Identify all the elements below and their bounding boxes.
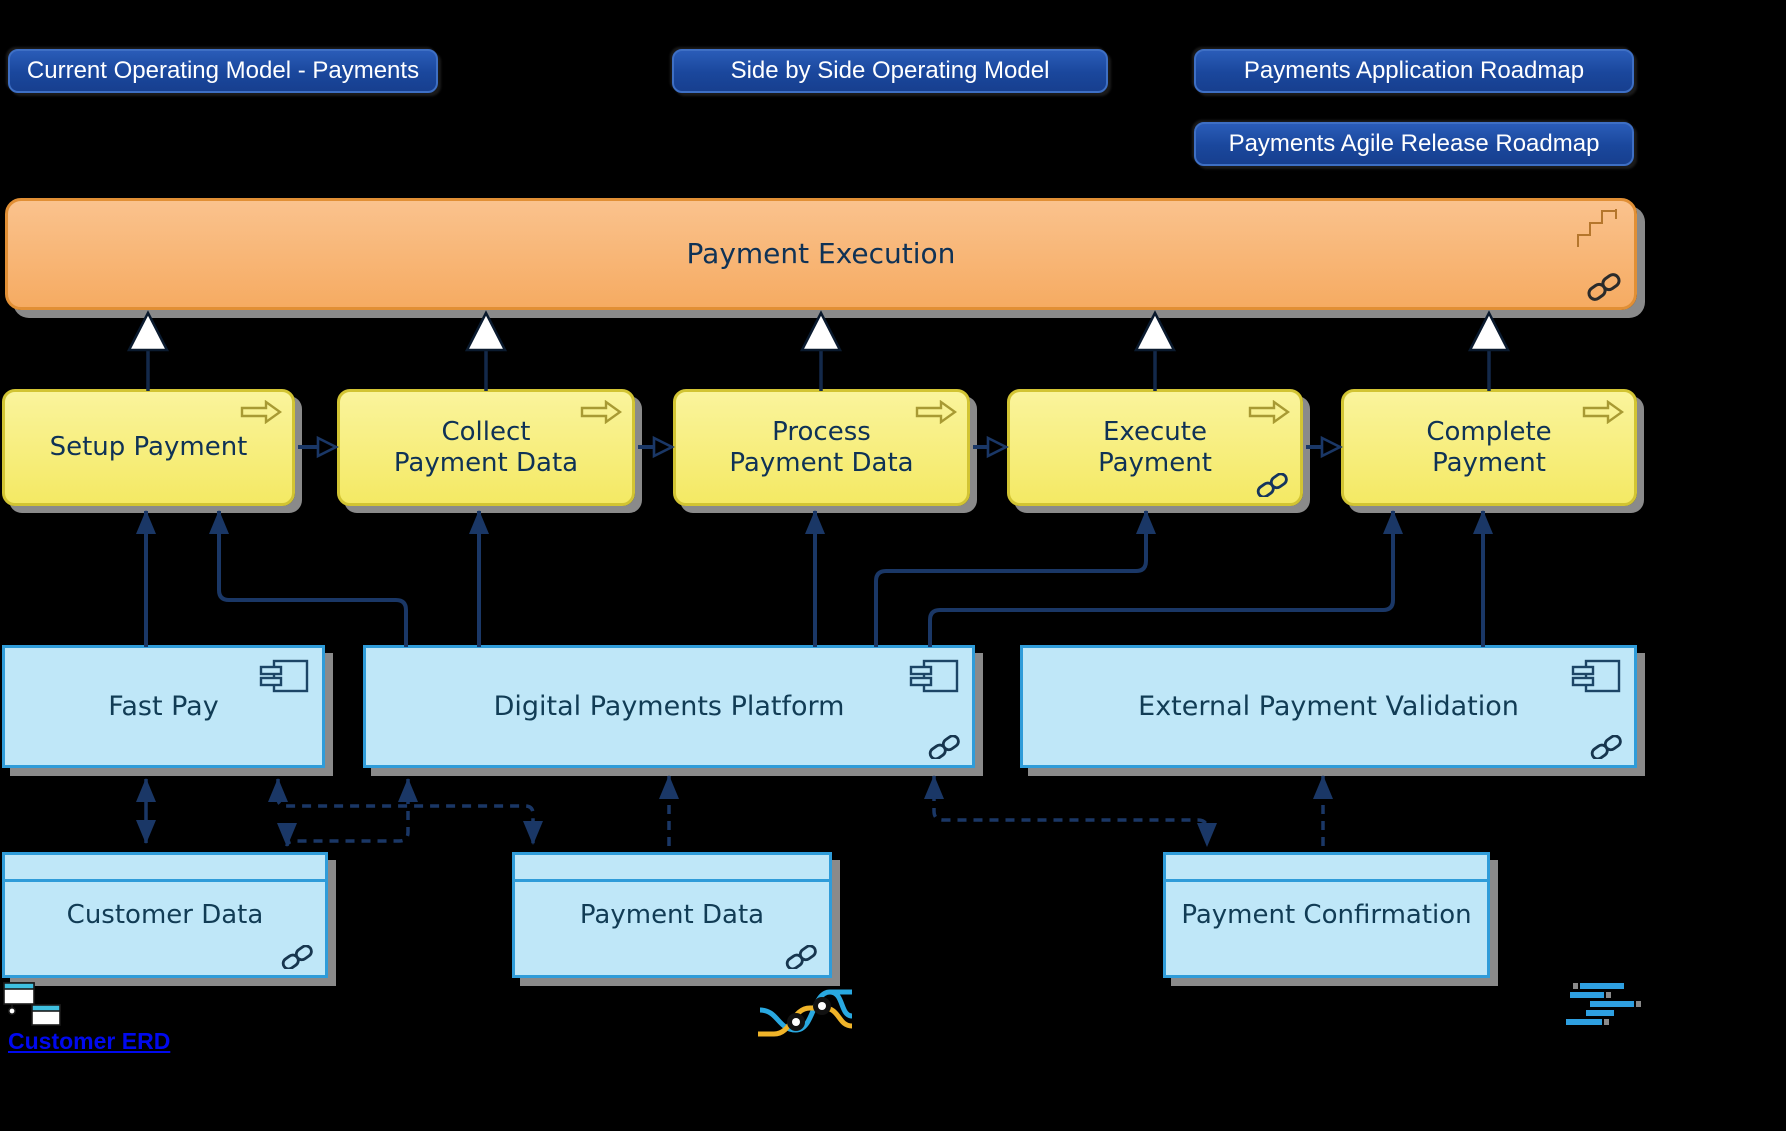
function-arrow-icon — [580, 400, 622, 424]
application-external-payment-validation[interactable]: External Payment Validation — [1020, 645, 1637, 768]
link-icon — [1587, 273, 1621, 301]
application-label: Digital Payments Platform — [493, 690, 845, 722]
data-object-payment-confirmation[interactable]: Payment Confirmation — [1163, 852, 1490, 978]
link-icon — [1256, 473, 1288, 497]
function-arrow-icon — [915, 400, 957, 424]
serving-arrows — [136, 510, 1493, 647]
nav-button-label: Payments Agile Release Roadmap — [1228, 130, 1600, 157]
application-fast-pay[interactable]: Fast Pay — [2, 645, 325, 768]
component-icon — [909, 659, 959, 693]
process-payment-execution[interactable]: Payment Execution — [5, 198, 1637, 310]
application-label: Fast Pay — [108, 690, 219, 722]
nav-button-agile-release-roadmap[interactable]: Payments Agile Release Roadmap — [1194, 122, 1634, 166]
nav-button-label: Current Operating Model - Payments — [26, 57, 420, 84]
data-object-customer-data[interactable]: Customer Data — [2, 852, 328, 978]
nav-button-label: Side by Side Operating Model — [730, 57, 1050, 84]
link-icon — [281, 945, 313, 969]
function-setup-payment[interactable]: Setup Payment — [2, 389, 295, 506]
component-icon — [1571, 659, 1621, 693]
journey-flow-icon[interactable] — [752, 982, 862, 1044]
function-label: Collect Payment Data — [393, 416, 579, 478]
gantt-chart-icon[interactable] — [1556, 980, 1648, 1030]
nav-button-application-roadmap[interactable]: Payments Application Roadmap — [1194, 49, 1634, 93]
function-arrow-icon — [1248, 400, 1290, 424]
function-execute-payment[interactable]: Execute Payment — [1007, 389, 1303, 506]
link-icon — [1590, 735, 1622, 759]
erd-diagram-icon[interactable] — [2, 980, 68, 1028]
data-object-label: Customer Data — [66, 899, 264, 930]
process-label: Payment Execution — [686, 237, 956, 271]
function-label: Complete Payment — [1426, 416, 1552, 478]
function-arrow-icon — [240, 400, 282, 424]
customer-erd-link[interactable]: Customer ERD — [8, 1028, 171, 1054]
function-label: Process Payment Data — [729, 416, 914, 478]
function-label: Execute Payment — [1098, 416, 1212, 478]
link-icon — [785, 945, 817, 969]
data-object-label: Payment Confirmation — [1181, 899, 1472, 930]
application-digital-payments-platform[interactable]: Digital Payments Platform — [363, 645, 975, 768]
nav-button-current-operating-model[interactable]: Current Operating Model - Payments — [8, 49, 438, 93]
composition-arrows — [126, 310, 1511, 391]
function-arrow-icon — [1582, 400, 1624, 424]
function-collect-payment-data[interactable]: Collect Payment Data — [337, 389, 635, 506]
function-process-payment-data[interactable]: Process Payment Data — [673, 389, 970, 506]
application-label: External Payment Validation — [1138, 690, 1519, 722]
data-object-label: Payment Data — [579, 899, 765, 930]
function-label: Setup Payment — [49, 432, 248, 463]
data-object-payment-data[interactable]: Payment Data — [512, 852, 832, 978]
function-complete-payment[interactable]: Complete Payment — [1341, 389, 1637, 506]
staircase-steps-icon — [1577, 209, 1617, 247]
component-icon — [259, 659, 309, 693]
link-icon — [928, 735, 960, 759]
nav-button-label: Payments Application Roadmap — [1243, 57, 1585, 84]
nav-button-side-by-side-model[interactable]: Side by Side Operating Model — [672, 49, 1108, 93]
access-arrows — [136, 775, 1333, 847]
